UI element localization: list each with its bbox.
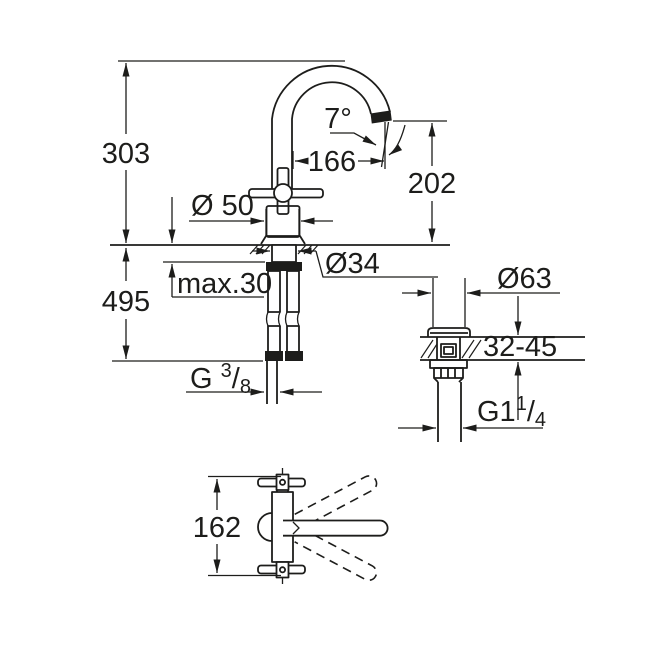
drain-body — [436, 337, 461, 360]
spout-pivot-arc — [257, 512, 273, 542]
dim-202: 202 — [393, 120, 456, 242]
spout-aerator — [370, 110, 392, 124]
faucet-body — [265, 205, 301, 238]
top-spout — [283, 519, 389, 537]
dim-495: 495 — [102, 248, 150, 359]
dim-162-label: 162 — [193, 512, 241, 544]
spout-swivel-upper — [294, 475, 378, 529]
supply-pipe — [266, 361, 278, 404]
dim-d63: Ø63 — [402, 263, 560, 297]
dim-303-label: 303 — [102, 138, 150, 170]
dim-495-label: 495 — [102, 286, 150, 318]
front-view — [110, 64, 450, 404]
dim-d34: Ø34 — [252, 247, 438, 280]
dim-max30: max.30 — [168, 197, 272, 300]
dim-32-45: 32-45 — [483, 296, 557, 420]
top-handle-lower — [257, 561, 306, 584]
base-flange — [260, 235, 306, 245]
dim-d50: Ø 50 — [189, 190, 333, 236]
mounting-shank — [271, 244, 297, 263]
top-view: 162 — [193, 468, 389, 584]
drain-view: Ø63 32-45 G11/4 — [398, 263, 585, 442]
drain-pipe — [437, 382, 462, 442]
dim-32-45-label: 32-45 — [483, 331, 557, 363]
cross-handle — [248, 167, 324, 215]
hose-nut-right — [285, 351, 303, 361]
top-handle-upper — [257, 468, 306, 492]
dim-202-label: 202 — [408, 168, 456, 200]
dim-g114-label: G11/4 — [477, 393, 546, 431]
dim-d34-label: Ø34 — [325, 248, 380, 280]
dim-d63-label: Ø63 — [497, 263, 552, 295]
drain-nut — [429, 359, 468, 383]
locknut — [266, 262, 302, 271]
dim-max30-label: max.30 — [177, 268, 272, 300]
spout-swivel-lower — [294, 527, 378, 582]
hose-nut-left — [265, 351, 283, 361]
dim-166: 166 — [292, 146, 384, 178]
top-spout-joint — [292, 521, 300, 535]
spout-tube — [271, 64, 391, 189]
dim-g38: G 3/8 — [186, 360, 322, 398]
dim-303: 303 — [102, 63, 150, 243]
dim-g38-label: G 3/8 — [190, 360, 251, 398]
front-dimensions: 303 495 7° 166 202 — [102, 60, 456, 398]
drain-cap — [427, 327, 471, 337]
dim-166-label: 166 — [308, 146, 356, 178]
dim-7deg-label: 7° — [324, 103, 352, 135]
supply-hoses — [265, 270, 303, 361]
dim-162: 162 — [193, 475, 281, 577]
dim-d50-label: Ø 50 — [191, 190, 254, 222]
dim-g114: G11/4 — [398, 393, 546, 432]
drain-deck-hatch — [420, 339, 482, 359]
